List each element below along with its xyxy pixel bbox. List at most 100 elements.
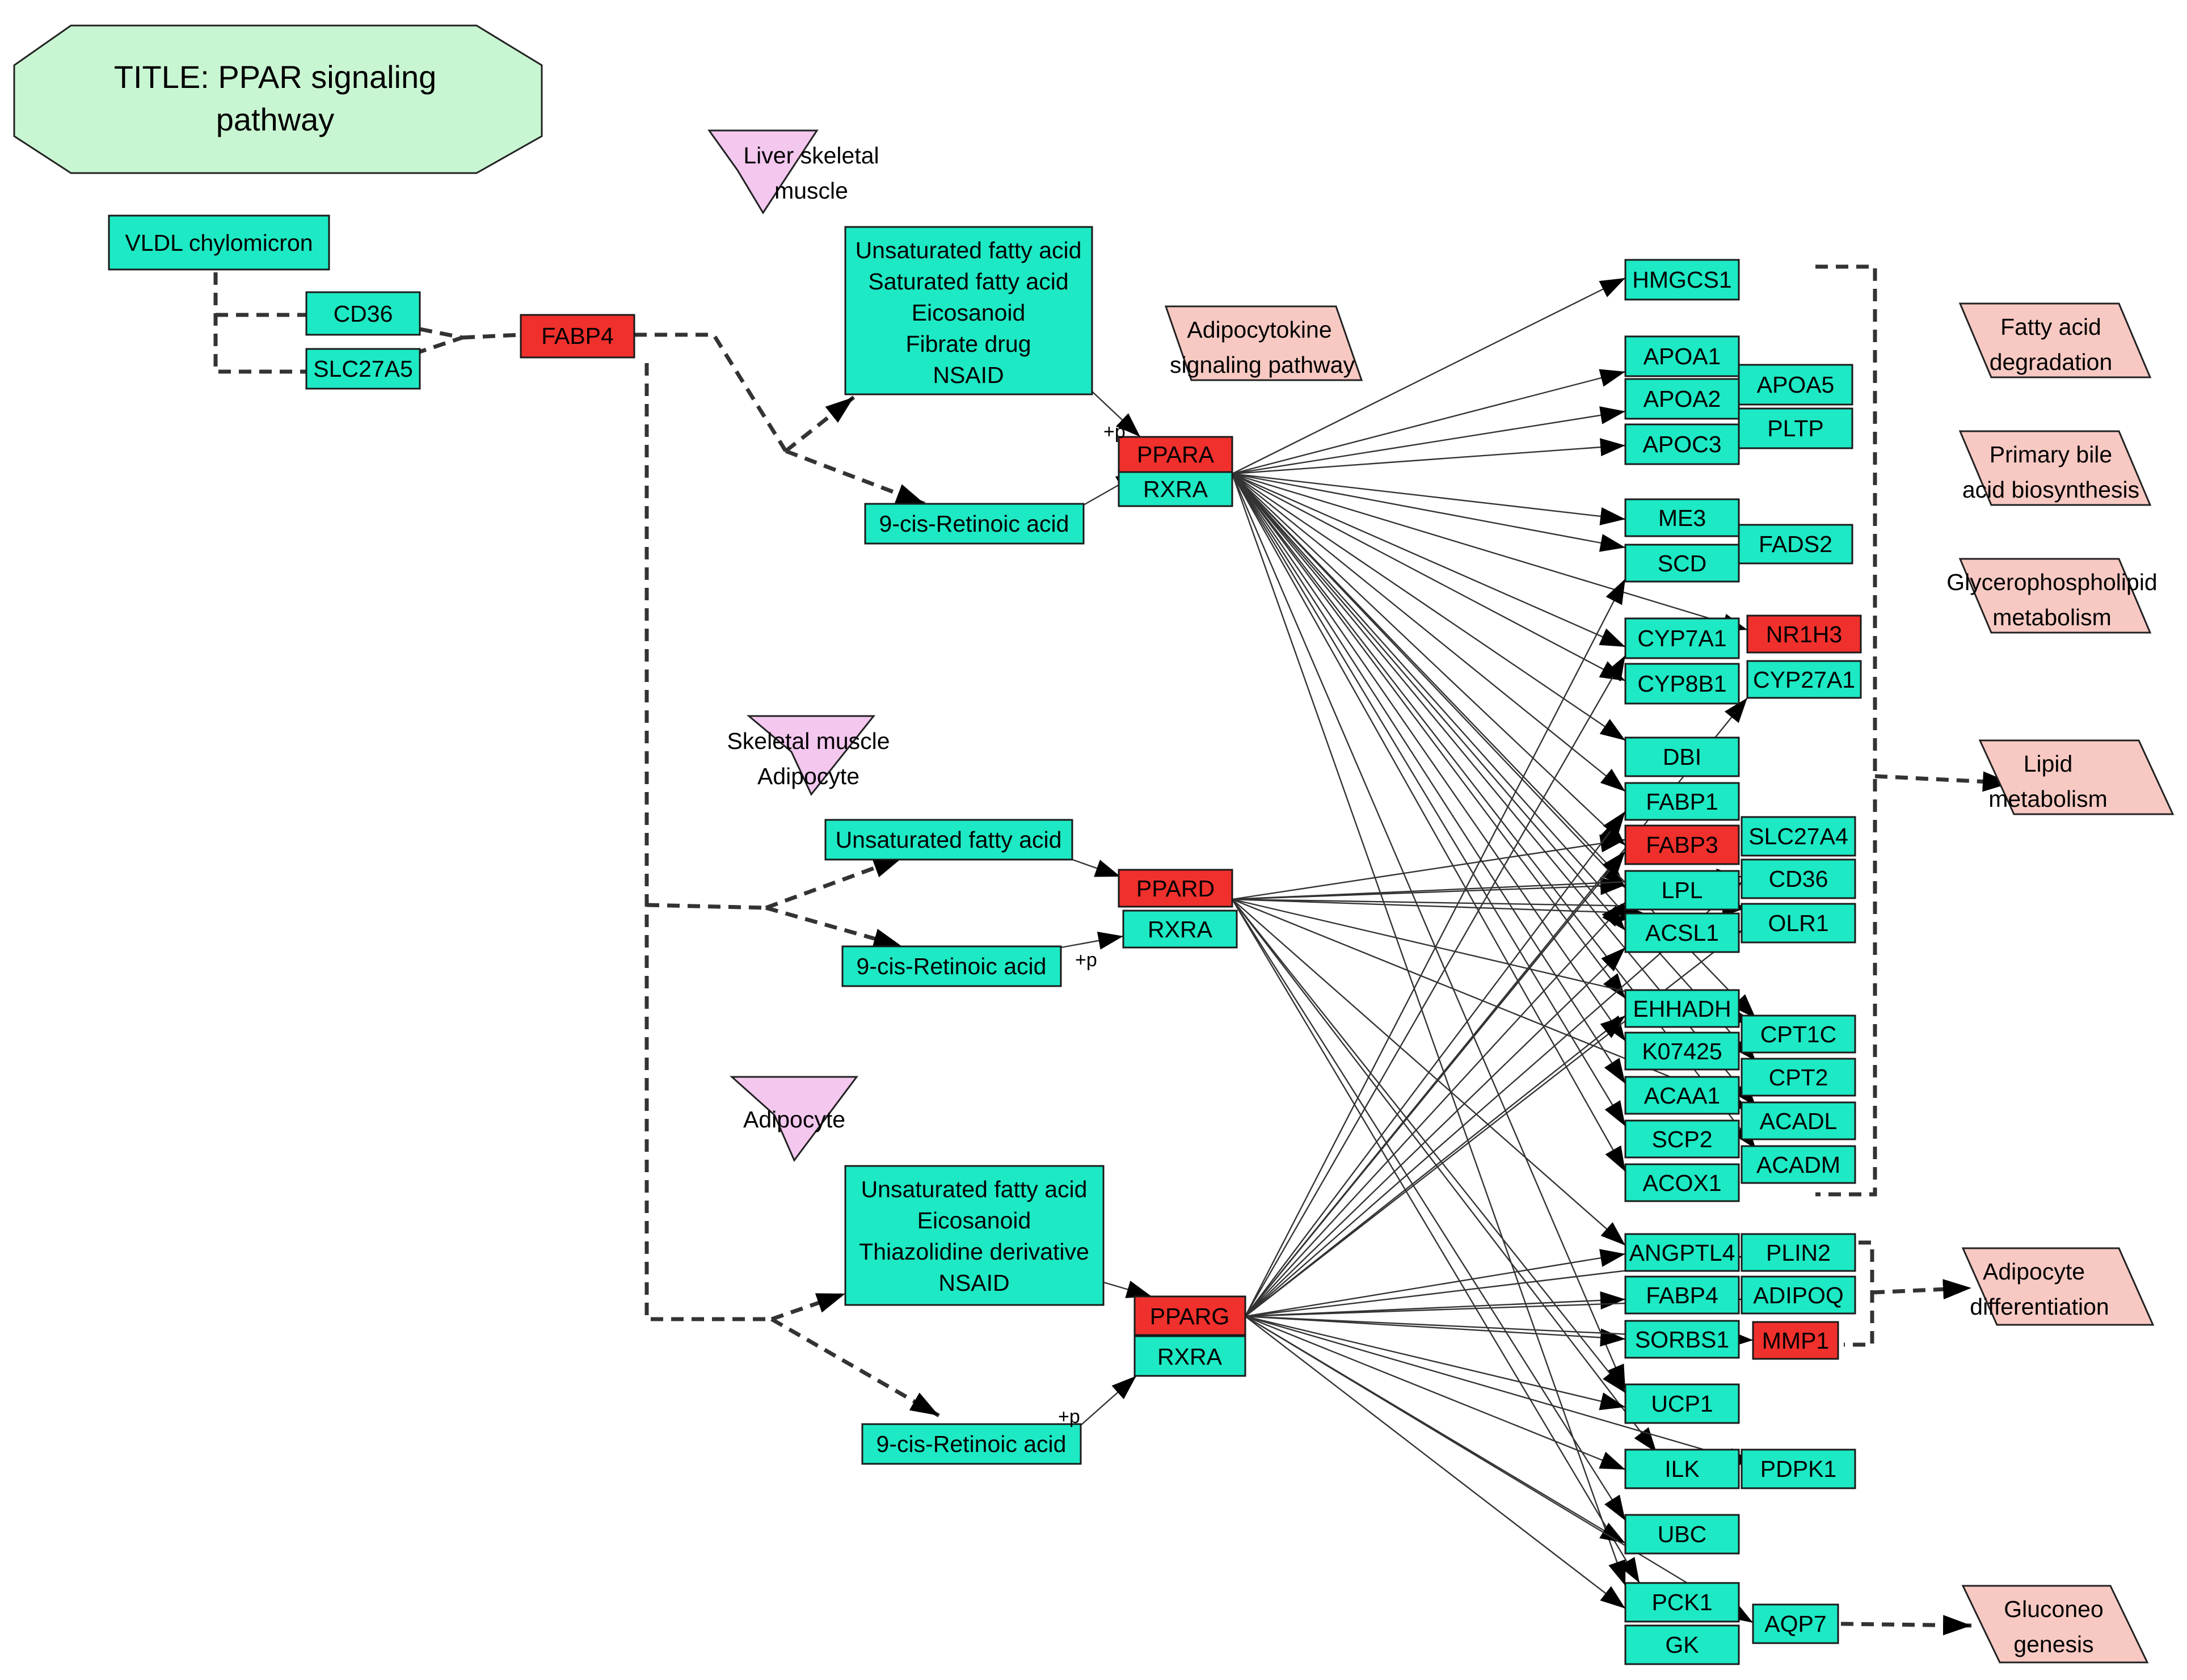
gene-ucp1[interactable]: UCP1: [1624, 1383, 1740, 1424]
gene-cpt2[interactable]: CPT2: [1741, 1058, 1856, 1097]
gene-fabp4[interactable]: FABP4: [1624, 1275, 1740, 1315]
gene-slc27a5[interactable]: SLC27A5: [305, 348, 421, 390]
gene-fabp1[interactable]: FABP1: [1624, 782, 1740, 821]
gene-dbi-label: DBI: [1663, 744, 1701, 770]
gene-ubc[interactable]: UBC: [1624, 1514, 1740, 1555]
gene-pdpk1[interactable]: PDPK1: [1741, 1449, 1856, 1489]
gene-slc27a4[interactable]: SLC27A4: [1741, 816, 1856, 857]
gene-scp2[interactable]: SCP2: [1624, 1119, 1740, 1159]
edge-retinoic3-to-rxra: [1080, 1375, 1137, 1426]
gene-olr1[interactable]: OLR1: [1741, 903, 1856, 944]
gene-ppara[interactable]: PPARA: [1118, 436, 1233, 473]
gene-pparg[interactable]: PPARG: [1133, 1295, 1246, 1336]
gene-fads2[interactable]: FADS2: [1738, 524, 1853, 565]
gene-acaa1[interactable]: ACAA1: [1624, 1076, 1740, 1115]
gene-apoa2[interactable]: APOA2: [1624, 378, 1740, 420]
pparg-ligand-box[interactable]: Unsaturated fatty acid Eicosanoid Thiazo…: [844, 1165, 1105, 1306]
edge-pparg-to-cd36: [1245, 882, 1742, 1317]
pparg-ligand-rect[interactable]: [844, 1165, 1105, 1306]
gene-plin2[interactable]: PLIN2: [1741, 1233, 1856, 1272]
gene-aqp7[interactable]: AQP7: [1752, 1603, 1839, 1644]
gene-scd[interactable]: SCD: [1624, 544, 1740, 583]
pathway-gluconeogenesis[interactable]: Gluconeo genesis: [1961, 1585, 2149, 1664]
gene-acsl1[interactable]: ACSL1: [1624, 912, 1740, 953]
pathway-primary-bile-acid[interactable]: Primary bile acid biosynthesis: [1958, 430, 2152, 506]
gene-cyp8b1[interactable]: CYP8B1: [1624, 663, 1740, 705]
gene-acadm[interactable]: ACADM: [1741, 1145, 1856, 1184]
ppara-ligand-5: NSAID: [933, 362, 1004, 388]
pathway-glycerophospholipid-line-1: Glycerophospholipid: [1946, 569, 2157, 595]
title-line-2: pathway: [216, 102, 335, 137]
gene-vldl-chylomicron[interactable]: VLDL chylomicron: [108, 214, 330, 271]
gene-fabp4-top[interactable]: FABP4: [520, 314, 635, 359]
edge-ppard-to-ubc: [1231, 899, 1626, 1521]
gene-adipoq[interactable]: ADIPOQ: [1741, 1275, 1856, 1315]
gene-retinoic-acid-2[interactable]: 9-cis-Retinoic acid: [841, 945, 1062, 987]
gene-apoa1[interactable]: APOA1: [1624, 335, 1740, 377]
ppara-ligand-box[interactable]: Unsaturated fatty acid Saturated fatty a…: [844, 226, 1093, 395]
tissue-skeletal-line-1: Skeletal muscle: [727, 728, 890, 754]
gene-pck1[interactable]: PCK1: [1624, 1582, 1740, 1623]
pathway-glycerophospholipid-line-2: metabolism: [1992, 604, 2112, 630]
gene-mmp1[interactable]: MMP1: [1752, 1321, 1839, 1360]
gene-cpt1c[interactable]: CPT1C: [1741, 1014, 1856, 1054]
gene-acadl[interactable]: ACADL: [1741, 1101, 1856, 1140]
gene-hmgcs1[interactable]: HMGCS1: [1624, 259, 1740, 301]
gene-retinoic-acid-1[interactable]: 9-cis-Retinoic acid: [864, 503, 1085, 545]
gene-apoa5-label: APOA5: [1757, 372, 1835, 398]
gene-cyp27a1[interactable]: CYP27A1: [1746, 660, 1862, 699]
gene-ilk[interactable]: ILK: [1624, 1449, 1740, 1489]
tissue-liver-skeletal-muscle-shape: [707, 129, 819, 214]
pathway-lipid-shape[interactable]: [1978, 739, 2175, 815]
gene-apoa5[interactable]: APOA5: [1738, 364, 1853, 406]
gene-fabp3[interactable]: FABP3: [1624, 824, 1740, 865]
gene-cpt2-label: CPT2: [1769, 1064, 1828, 1090]
gene-apoc3[interactable]: APOC3: [1624, 423, 1740, 465]
indirect-relations: [213, 264, 2012, 1636]
ppard-branch-ligand: [765, 856, 903, 910]
gene-pltp[interactable]: PLTP: [1738, 407, 1853, 449]
gene-rxra-2[interactable]: RXRA: [1122, 910, 1238, 949]
pathway-lipid-metabolism[interactable]: Lipid metabolism: [1978, 739, 2175, 815]
pathway-adipocyte-differentiation[interactable]: Adipocyte differentiation: [1961, 1247, 2155, 1326]
gene-cd36[interactable]: CD36: [1741, 858, 1856, 899]
pathway-adipocyte-differentiation-shape[interactable]: [1961, 1247, 2155, 1326]
gene-angptl4[interactable]: ANGPTL4: [1624, 1233, 1740, 1272]
pathway-gluconeogenesis-shape[interactable]: [1961, 1585, 2149, 1664]
edge-ppard-to-fabp3: [1232, 834, 1626, 900]
pathway-fatty-acid-shape[interactable]: [1958, 302, 2152, 378]
pathway-fatty-acid-line-1: Fatty acid: [2000, 314, 2101, 340]
tissue-skeletal-muscle-adipocyte-shape: [746, 715, 876, 796]
gene-ehhadh[interactable]: EHHADH: [1624, 989, 1740, 1028]
gene-k07425[interactable]: K07425: [1624, 1031, 1740, 1071]
ppara-ligand-rect[interactable]: [844, 226, 1093, 395]
gene-rxra-1[interactable]: RXRA: [1118, 471, 1233, 507]
gene-cyp7a1[interactable]: CYP7A1: [1624, 617, 1740, 659]
title-line-1: TITLE: PPAR signaling: [114, 59, 437, 95]
gene-lpl[interactable]: LPL: [1624, 870, 1740, 911]
ppara-ligand-1: Unsaturated fatty acid: [856, 237, 1082, 263]
gene-apoa1-label: APOA1: [1644, 343, 1721, 369]
gene-nr1h3[interactable]: NR1H3: [1746, 614, 1862, 654]
pathway-adipocytokine-shape[interactable]: [1164, 305, 1363, 381]
gene-cd36-top[interactable]: CD36: [305, 291, 421, 336]
gene-acsl1-label: ACSL1: [1645, 920, 1719, 946]
gene-sorbs1[interactable]: SORBS1: [1624, 1320, 1740, 1359]
gene-ppard[interactable]: PPARD: [1118, 869, 1233, 908]
pathway-adipocytokine-signaling[interactable]: Adipocytokine signaling pathway: [1164, 305, 1363, 381]
lipid-bracket: [1815, 264, 1877, 1197]
gene-cd36-top-label: CD36: [334, 301, 393, 327]
pathway-fatty-acid-degradation[interactable]: Fatty acid degradation: [1958, 302, 2152, 378]
edge-ppara-to-apoa2: [1232, 406, 1626, 475]
ppara-ligand-3: Eicosanoid: [912, 300, 1026, 326]
gene-dbi[interactable]: DBI: [1624, 736, 1740, 777]
pathway-primary-bile-shape[interactable]: [1958, 430, 2152, 506]
gene-retinoic-acid-3[interactable]: 9-cis-Retinoic acid: [861, 1423, 1082, 1465]
gene-ppard-ligand[interactable]: Unsaturated fatty acid: [824, 819, 1073, 861]
gene-acox1[interactable]: ACOX1: [1624, 1163, 1740, 1202]
pathway-glycerophospholipid[interactable]: Glycerophospholipid metabolism: [1946, 558, 2157, 634]
pathway-glycerophospholipid-shape[interactable]: [1958, 558, 2152, 634]
gene-gk[interactable]: GK: [1624, 1624, 1740, 1665]
gene-rxra-3[interactable]: RXRA: [1133, 1335, 1246, 1377]
gene-me3[interactable]: ME3: [1624, 498, 1740, 537]
